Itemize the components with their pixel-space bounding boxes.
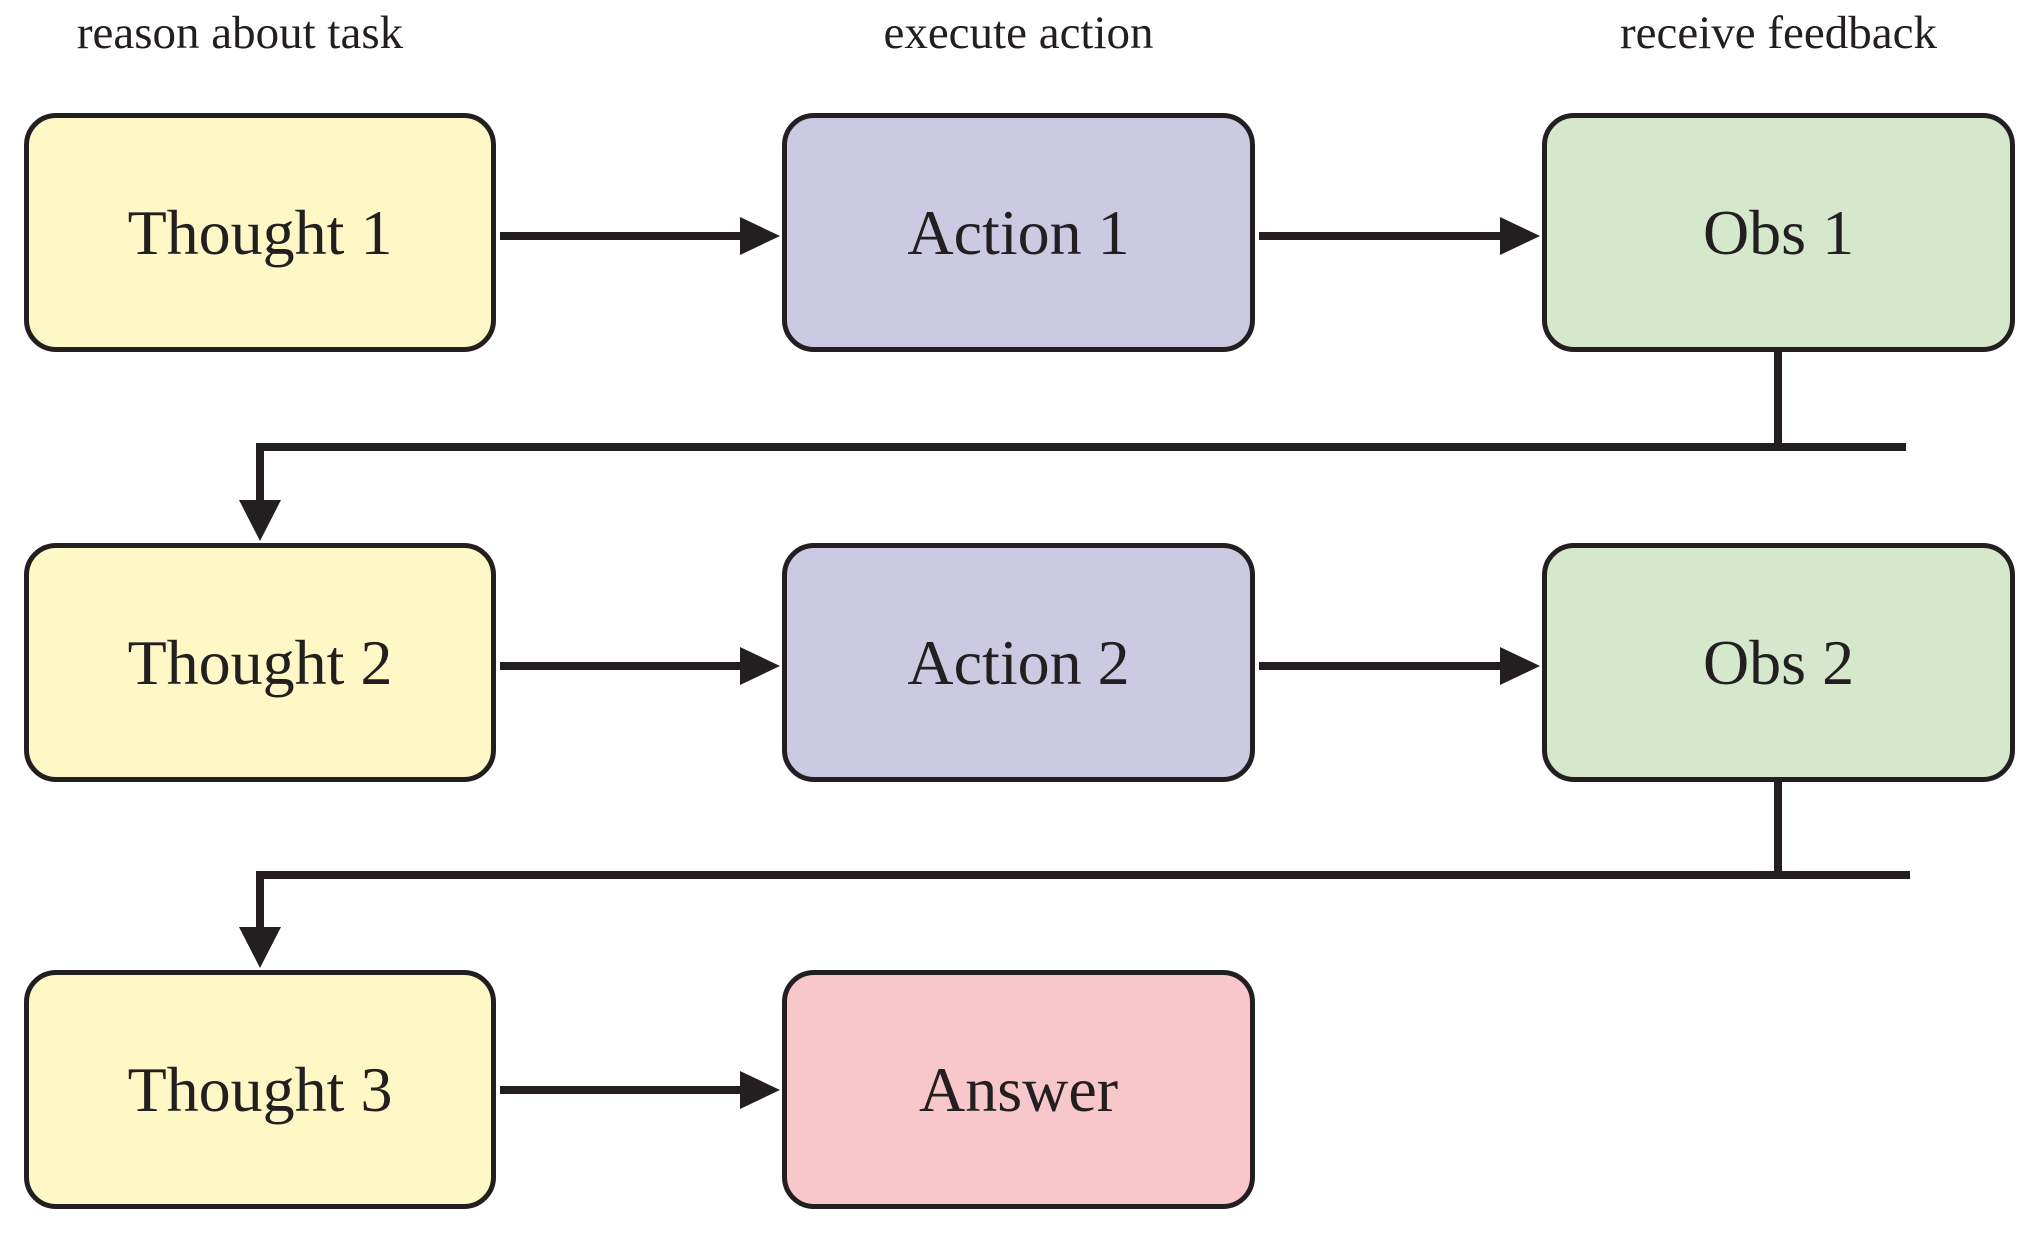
arrow-action2-obs2 bbox=[1259, 647, 1540, 685]
node-thought-1: Thought 1 bbox=[24, 113, 496, 352]
node-label: Action 2 bbox=[907, 626, 1130, 698]
arrowhead-icon bbox=[239, 927, 281, 968]
column-label-feedback: receive feedback bbox=[1620, 7, 1937, 59]
node-label: Obs 1 bbox=[1702, 196, 1855, 268]
node-label: Obs 2 bbox=[1702, 626, 1855, 698]
arrowhead-icon bbox=[1500, 647, 1540, 685]
node-label: Thought 1 bbox=[127, 196, 393, 268]
node-action-1: Action 1 bbox=[782, 113, 1255, 352]
column-label-execute: execute action bbox=[883, 7, 1154, 59]
arrowhead-icon bbox=[1500, 217, 1540, 255]
node-label: Action 1 bbox=[907, 196, 1130, 268]
arrowhead-icon bbox=[740, 647, 780, 685]
arrowhead-icon bbox=[740, 217, 780, 255]
arrow-thought1-action1 bbox=[500, 217, 780, 255]
node-answer: Answer bbox=[782, 970, 1255, 1209]
arrow-obs1-thought2 bbox=[239, 352, 1906, 541]
arrowhead-icon bbox=[740, 1071, 780, 1109]
node-obs-2: Obs 2 bbox=[1542, 543, 2015, 782]
arrow-action1-obs1 bbox=[1259, 217, 1540, 255]
arrow-thought2-action2 bbox=[500, 647, 780, 685]
node-label: Answer bbox=[918, 1053, 1119, 1125]
node-obs-1: Obs 1 bbox=[1542, 113, 2015, 352]
node-action-2: Action 2 bbox=[782, 543, 1255, 782]
arrowhead-icon bbox=[239, 500, 281, 541]
node-label: Thought 2 bbox=[127, 626, 393, 698]
node-label: Thought 3 bbox=[127, 1053, 393, 1125]
node-thought-3: Thought 3 bbox=[24, 970, 496, 1209]
column-label-reason: reason about task bbox=[76, 7, 404, 59]
arrow-obs2-thought3 bbox=[239, 782, 1910, 968]
node-thought-2: Thought 2 bbox=[24, 543, 496, 782]
arrow-thought3-answer bbox=[500, 1071, 780, 1109]
